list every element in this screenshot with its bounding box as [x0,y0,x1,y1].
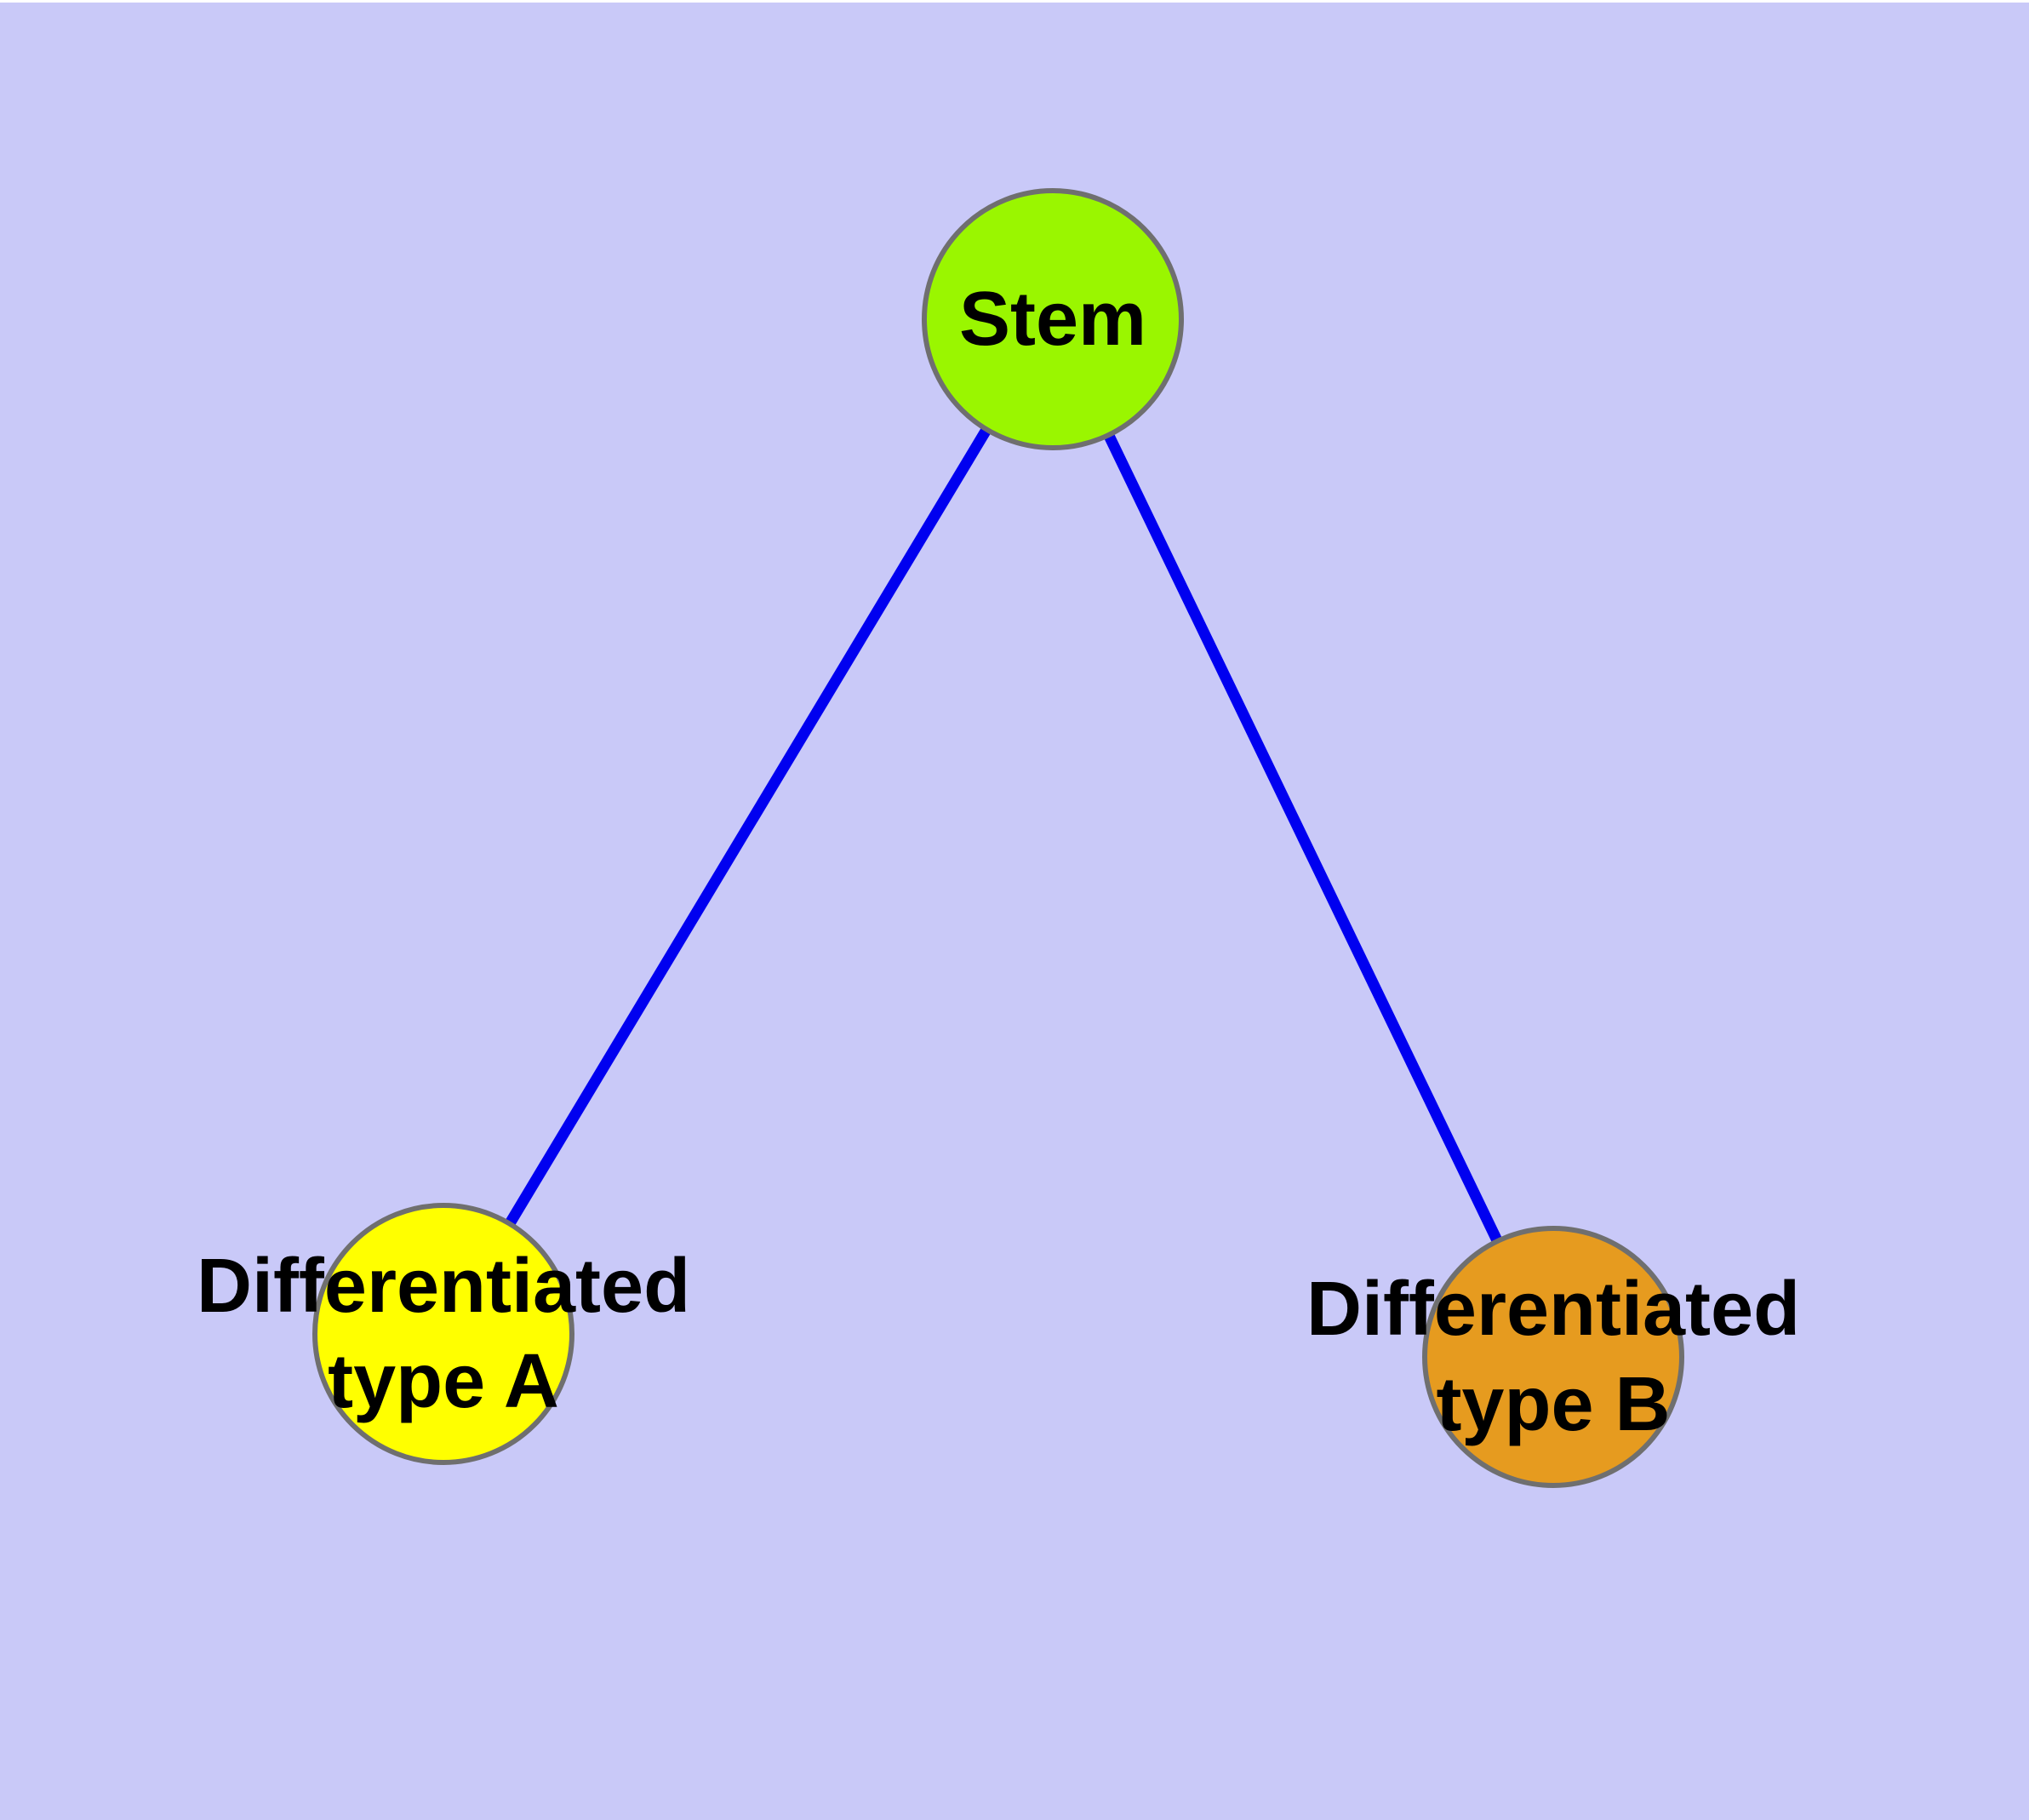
edge-stem-to-type-a [437,313,1059,1340]
node-stem-label: Stem [958,277,1147,362]
node-differentiated-type-b-label: Differentiated type B [1306,1267,1801,1447]
node-stem[interactable] [922,188,1184,450]
edge-stem-to-type-b [1047,313,1559,1363]
plot-top-margin [0,0,2029,3]
node-differentiated-type-a-label: Differentiated type A [196,1244,691,1424]
node-differentiated-type-a[interactable] [312,1203,574,1465]
node-differentiated-type-b[interactable] [1422,1226,1684,1488]
